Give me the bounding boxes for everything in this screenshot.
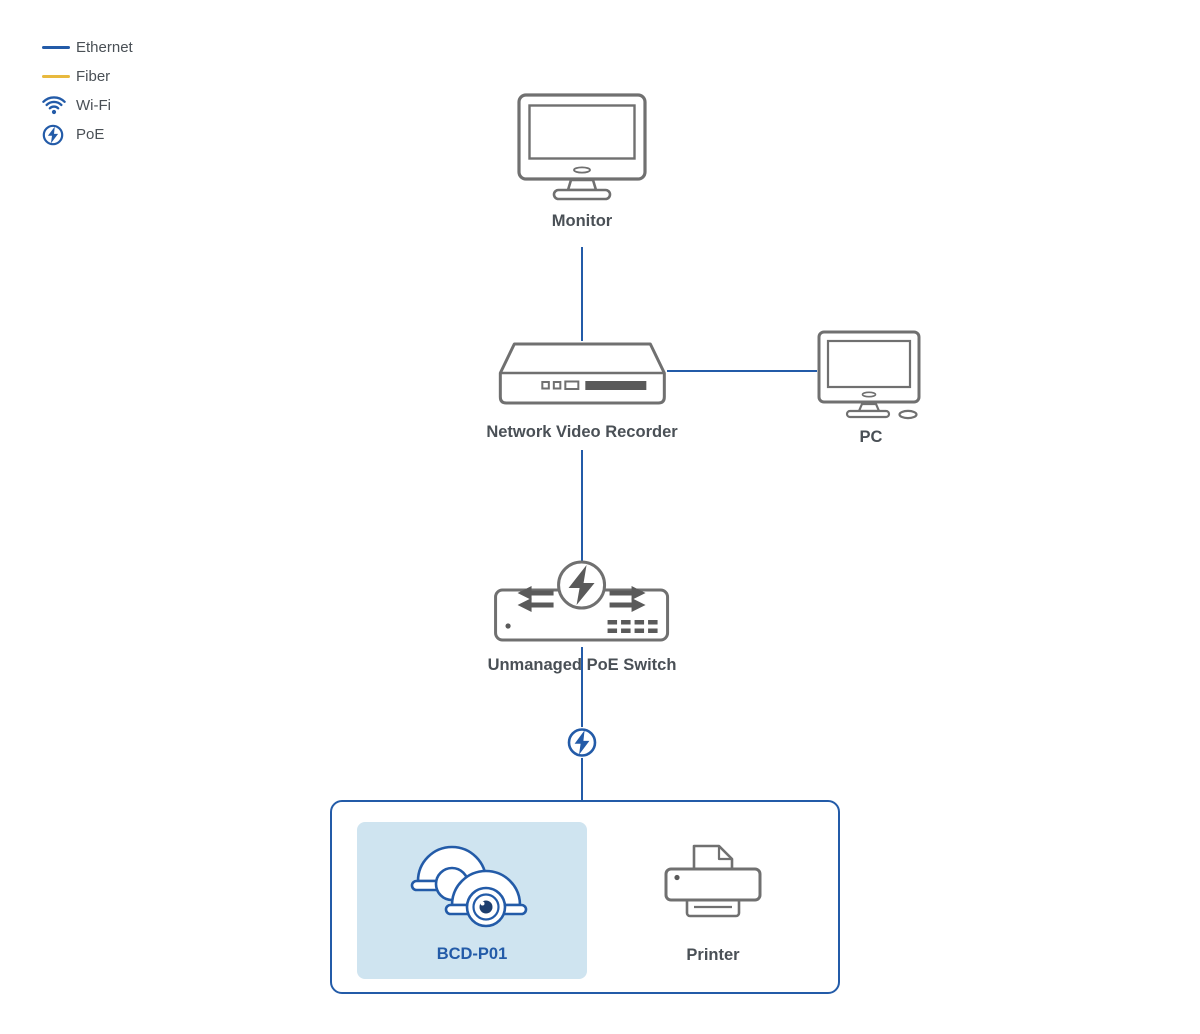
monitor-icon (517, 93, 647, 201)
legend: Ethernet Fiber Wi-Fi (42, 33, 133, 149)
poe-link-marker (566, 727, 598, 764)
node-printer: Printer (663, 843, 763, 965)
camera-card: BCD-P01 (357, 822, 587, 979)
legend-label: Ethernet (76, 39, 133, 56)
printer-icon (664, 844, 762, 918)
poe-switch-label: Unmanaged PoE Switch (487, 656, 677, 674)
node-monitor: Monitor (516, 92, 648, 231)
legend-label: Fiber (76, 68, 111, 85)
legend-item-wifi: Wi-Fi (42, 91, 133, 120)
edge-nvr-switch (581, 450, 583, 562)
edge-monitor-nvr (581, 247, 583, 341)
nvr-label: Network Video Recorder (486, 423, 678, 441)
monitor-label: Monitor (551, 212, 613, 230)
pc-label: PC (859, 428, 883, 446)
node-pc: PC (816, 329, 926, 447)
edge-nvr-pc (667, 370, 817, 372)
poe-icon (566, 727, 598, 758)
poe-icon (42, 124, 76, 146)
legend-label: PoE (76, 126, 105, 143)
legend-item-ethernet: Ethernet (42, 33, 133, 62)
pc-icon (817, 330, 921, 420)
legend-item-poe: PoE (42, 120, 133, 149)
camera-label: BCD-P01 (436, 945, 508, 963)
node-nvr: Network Video Recorder (486, 341, 678, 442)
edge-switch-group (581, 647, 583, 800)
fiber-line-swatch (42, 75, 76, 78)
poe-switch-icon (494, 560, 670, 642)
printer-label: Printer (686, 946, 740, 964)
device-group: BCD-P01 Printer (330, 800, 840, 994)
legend-item-fiber: Fiber (42, 62, 133, 91)
node-poe-switch: Unmanaged PoE Switch (487, 559, 677, 675)
nvr-icon (498, 342, 666, 405)
dome-camera-icon (410, 845, 528, 928)
wifi-icon (42, 96, 76, 115)
poe-icon (42, 124, 64, 145)
ethernet-line-swatch (42, 46, 76, 49)
wifi-icon (42, 96, 66, 115)
legend-label: Wi-Fi (76, 97, 111, 114)
